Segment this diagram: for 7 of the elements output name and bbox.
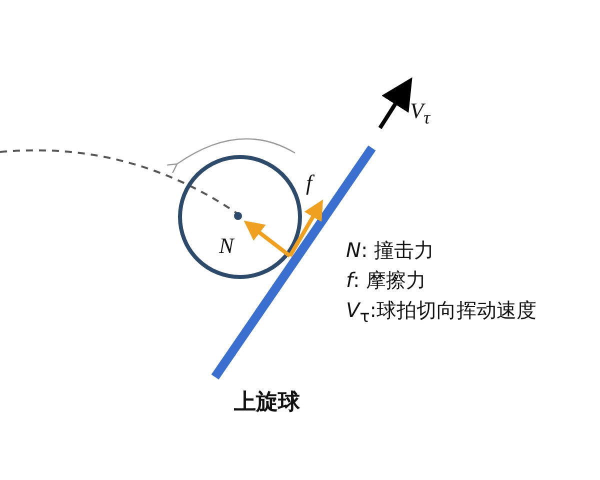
- key-text: N: 撞击力: [346, 238, 434, 262]
- velocity-label: V$_{τ}$: [410, 98, 430, 130]
- force-label: f: [306, 170, 312, 196]
- caption: 上旋球: [234, 390, 300, 416]
- key-text: V$_{τ}$:球拍切向挥动速度: [346, 298, 536, 327]
- key-text: f: 摩擦力: [346, 268, 426, 292]
- force-label: N: [219, 233, 234, 260]
